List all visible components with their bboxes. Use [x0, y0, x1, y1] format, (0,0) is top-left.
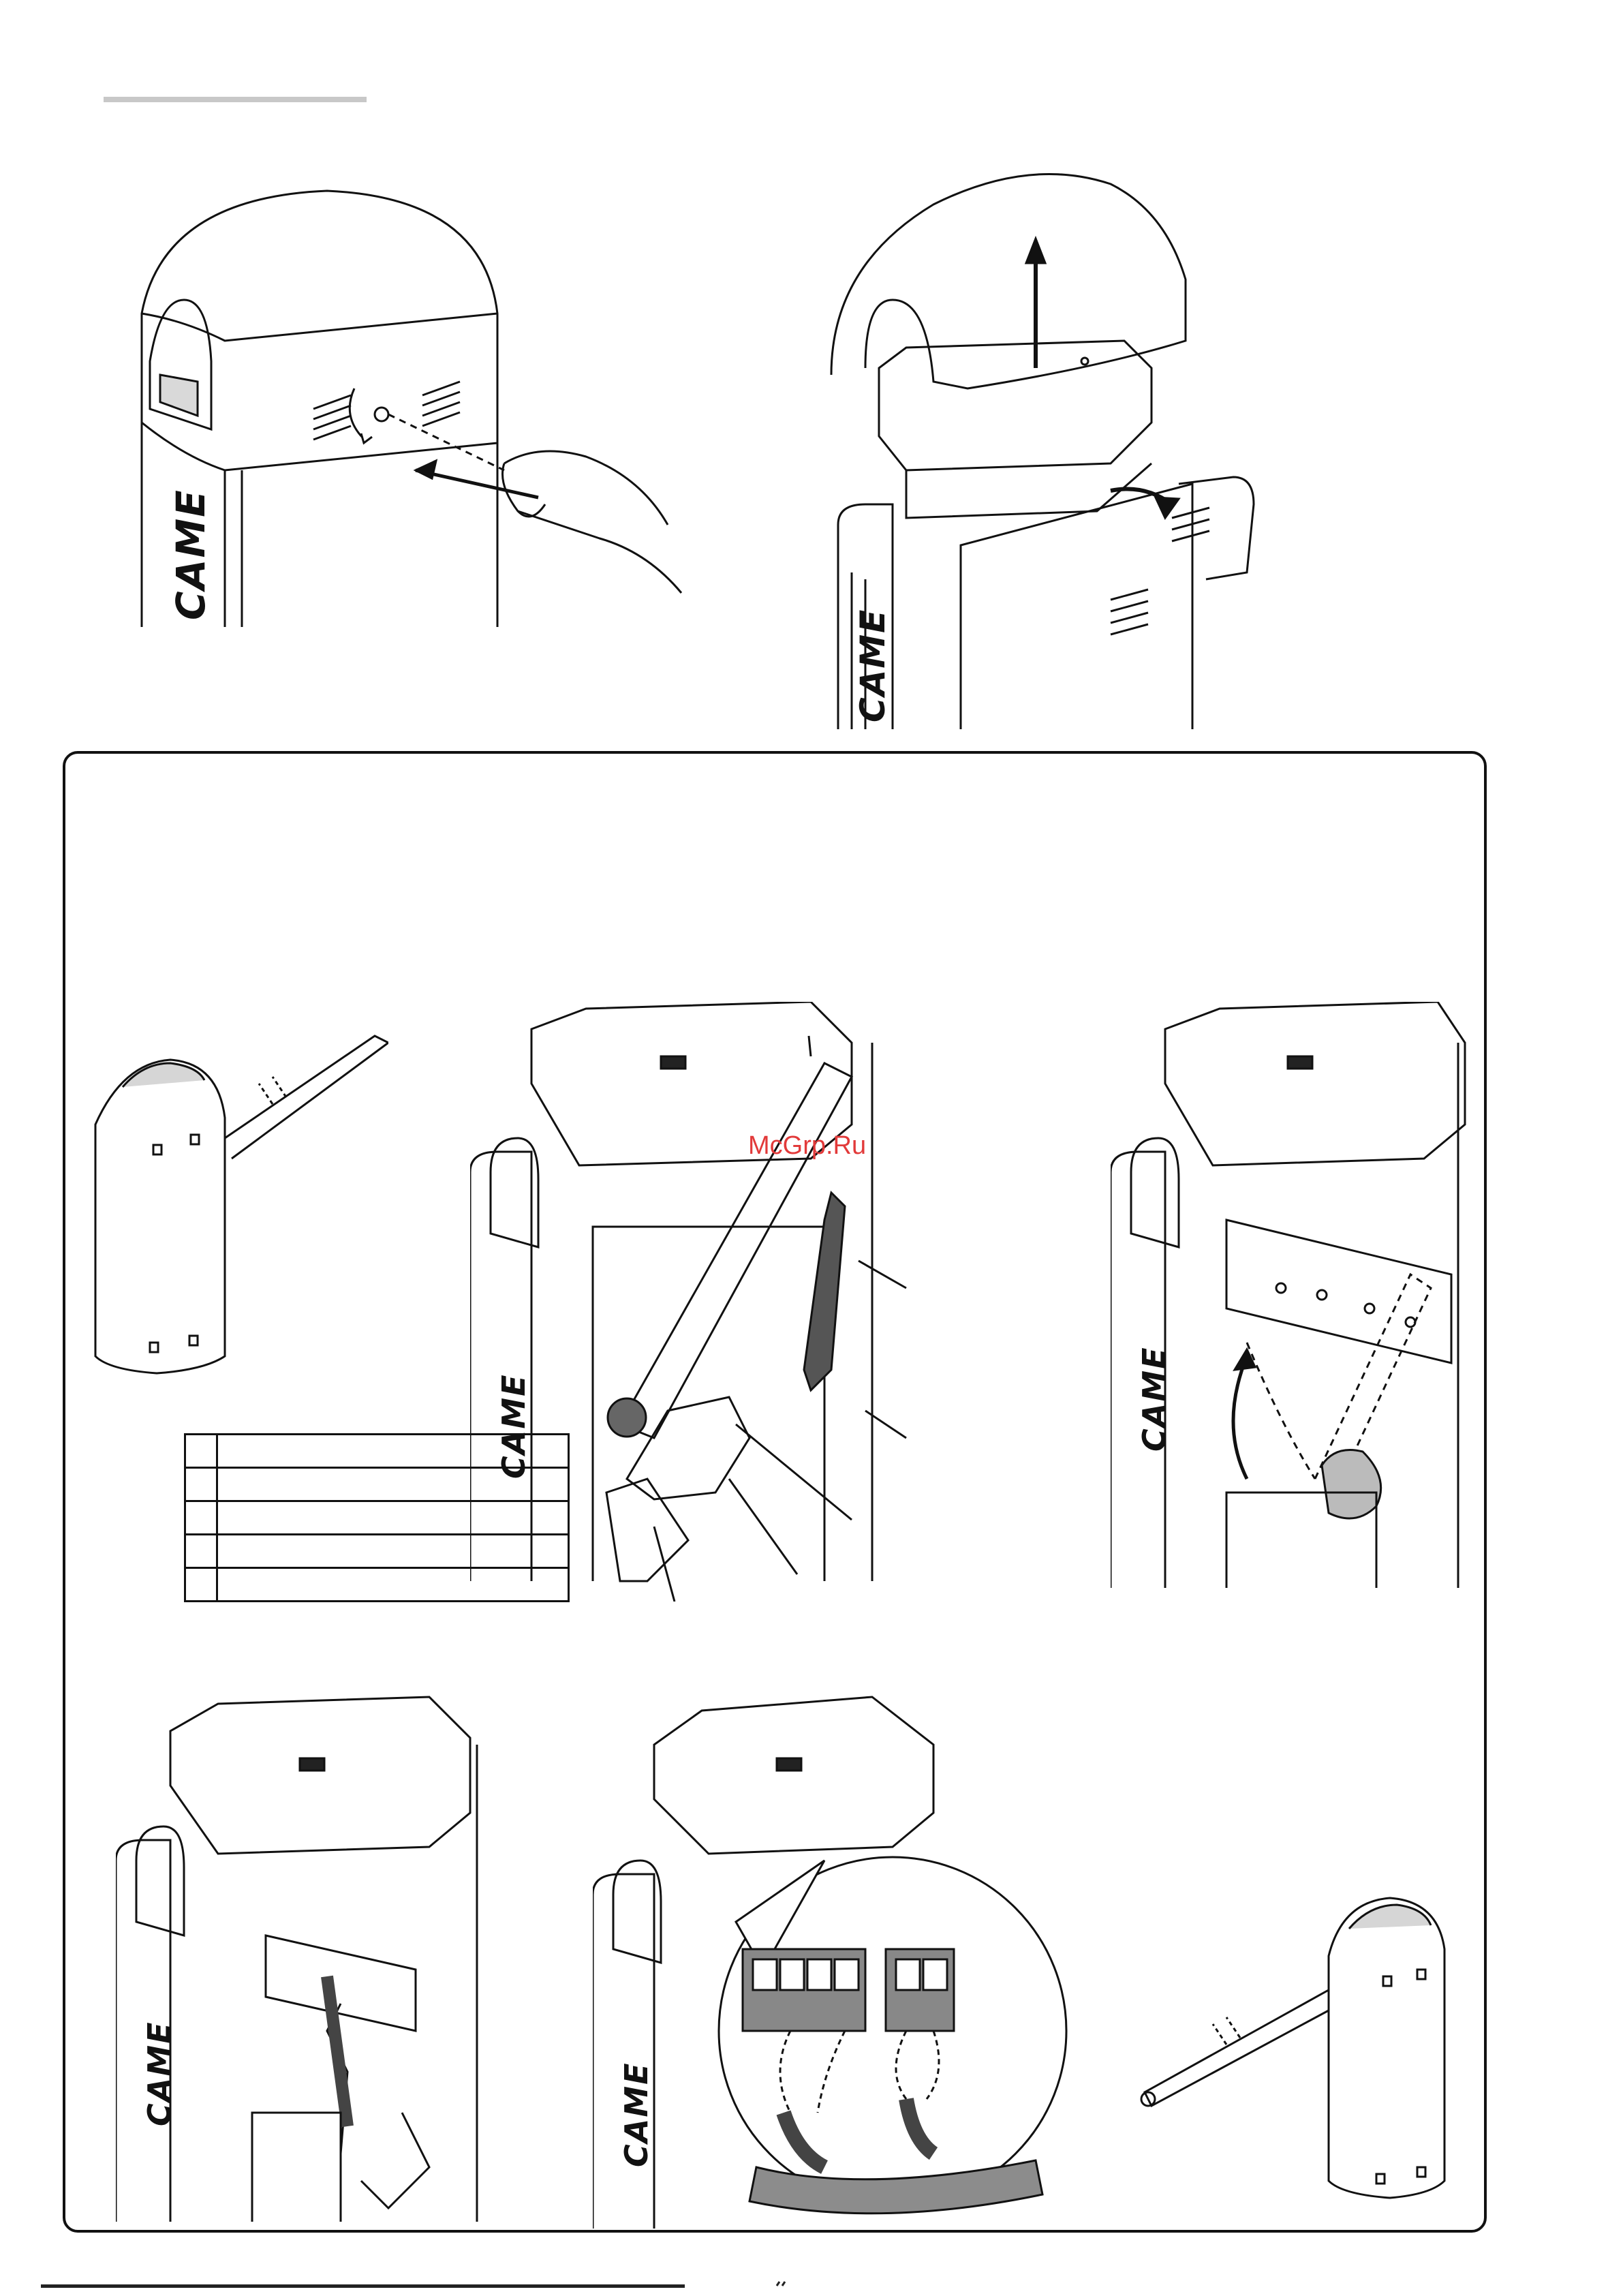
brand-logo: CAME — [853, 609, 893, 722]
figure-wiring-detail: CAME — [593, 1690, 1070, 2229]
brand-logo: CAME — [1136, 1346, 1173, 1452]
footer-mark-icon — [775, 2280, 790, 2287]
legend-row — [185, 1435, 569, 1468]
watermark-text: McGrp.Ru — [748, 1131, 866, 1161]
figure-cover-lift: CAME — [824, 164, 1261, 729]
brand-logo: CAME — [618, 2062, 655, 2167]
legend-row — [185, 1501, 569, 1535]
legend-row — [185, 1535, 569, 1568]
figure-key-unlock: CAME — [123, 184, 695, 627]
legend-table — [184, 1433, 570, 1602]
brand-logo: CAME — [168, 489, 214, 620]
figure-lever-mounted: CAME — [116, 1690, 497, 2222]
figure-spring-rotation: CAME — [1111, 1002, 1479, 1588]
figure-barrier-with-boom-mirrored — [1131, 1895, 1451, 2201]
legend-row — [185, 1568, 569, 1602]
brand-logo: CAME — [141, 2021, 178, 2126]
figure-barrier-with-boom — [89, 1022, 388, 1377]
header-rule — [104, 97, 367, 102]
legend-row — [185, 1468, 569, 1501]
footer-rule — [41, 2284, 685, 2288]
